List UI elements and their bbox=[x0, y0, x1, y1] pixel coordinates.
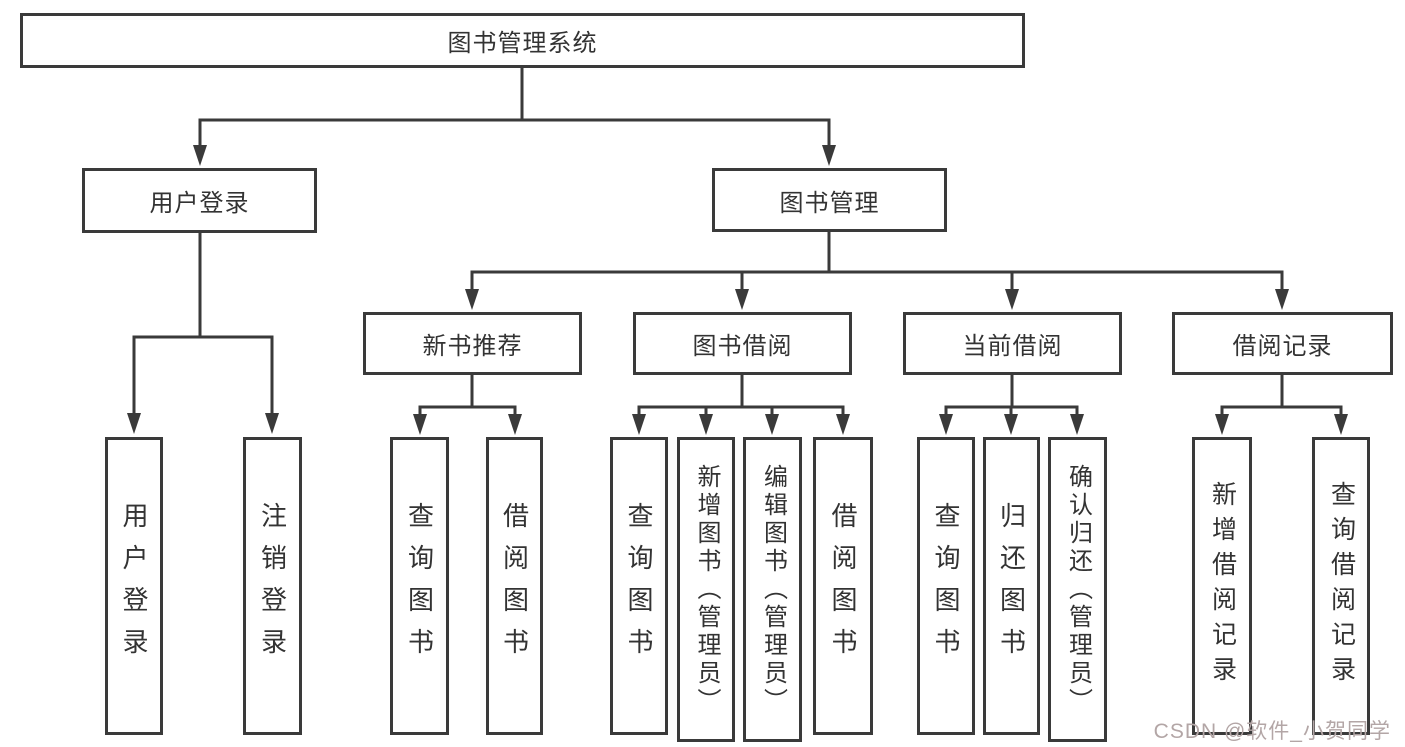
leaf-current-return-books: 归还图书 bbox=[983, 437, 1040, 735]
leaf-records-query-borrow-record: 查询借阅记录 bbox=[1312, 437, 1370, 735]
leaf-borrow-add-books-admin: 新增图书（管理员） bbox=[677, 437, 735, 742]
leaf-current-confirm-return-admin: 确认归还（管理员） bbox=[1048, 437, 1107, 742]
csdn-watermark: CSDN @软件_小贺同学 bbox=[1153, 720, 1391, 743]
node-current-borrow: 当前借阅 bbox=[903, 312, 1122, 375]
leaf-borrow-query-books: 查询图书 bbox=[610, 437, 668, 735]
leaf-logout-login: 注销登录 bbox=[243, 437, 302, 735]
leaf-borrow-edit-books-admin: 编辑图书（管理员） bbox=[743, 437, 802, 742]
node-new-book-recommend: 新书推荐 bbox=[363, 312, 582, 375]
node-book-borrow: 图书借阅 bbox=[633, 312, 852, 375]
node-borrow-records: 借阅记录 bbox=[1172, 312, 1393, 375]
arrow-down-icons bbox=[127, 145, 1348, 435]
leaf-records-add-borrow-record: 新增借阅记录 bbox=[1192, 437, 1252, 735]
node-book-management: 图书管理 bbox=[712, 168, 947, 232]
leaf-current-query-books: 查询图书 bbox=[917, 437, 975, 735]
leaf-user-login: 用户登录 bbox=[105, 437, 163, 735]
leaf-newbook-borrow-books: 借阅图书 bbox=[486, 437, 543, 735]
node-library-system: 图书管理系统 bbox=[20, 13, 1025, 68]
leaf-borrow-borrow-books: 借阅图书 bbox=[813, 437, 873, 735]
leaf-newbook-query-books: 查询图书 bbox=[390, 437, 449, 735]
node-user-login: 用户登录 bbox=[82, 168, 317, 233]
